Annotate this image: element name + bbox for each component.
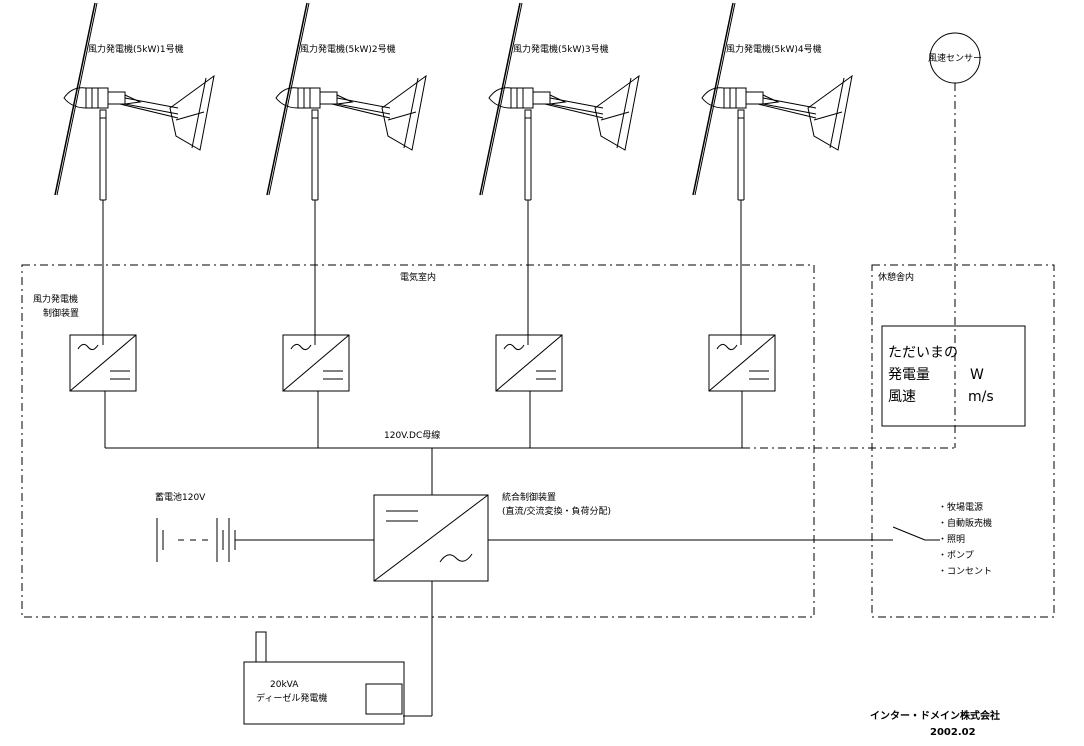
integrated-controller-label-2: (直流/交流変換・負荷分配)	[502, 505, 611, 517]
company-name: インター・ドメイン株式会社	[870, 709, 1000, 722]
battery-symbol	[156, 518, 236, 562]
company-date: 2002.02	[930, 727, 976, 738]
load-item-5: ・コンセント	[938, 566, 992, 577]
generator-label-1: 20kVA	[270, 680, 299, 690]
load-item-4: ・ポンプ	[938, 550, 974, 561]
turbine-label-4: 風力発電機(5kW)4号機	[726, 43, 822, 55]
load-item-3: ・照明	[938, 534, 965, 545]
integrated-controller-label-1: 統合制御装置	[502, 491, 556, 503]
turbine-label-2: 風力発電機(5kW)2号機	[300, 43, 396, 55]
integrated-controller	[373, 494, 489, 582]
turbine-label-3: 風力発電機(5kW)3号機	[513, 43, 609, 55]
turbine-controller-3	[495, 334, 563, 392]
electrical-room-label: 電気室内	[400, 271, 436, 283]
dc-bus-label: 120V.DC母線	[384, 429, 440, 441]
display-panel	[881, 325, 1026, 427]
wind-sensor-label: 風速センサー	[928, 53, 982, 64]
generator-label-2: ディーゼル発電機	[256, 692, 327, 704]
turbine-controller-4	[708, 334, 776, 392]
load-item-2: ・自動販売機	[938, 517, 992, 529]
controller-label-line1: 風力発電機	[33, 293, 78, 305]
controller-label-line2: 制御装置	[43, 307, 79, 319]
turbine-label-1: 風力発電機(5kW)1号機	[88, 43, 184, 55]
display-power-unit: W	[970, 367, 984, 383]
diesel-generator	[243, 631, 405, 725]
battery-label: 蓄電池120V	[155, 491, 206, 503]
electrical-room-boundary	[21, 264, 815, 618]
load-switch	[892, 526, 926, 541]
display-power-label: 発電量	[888, 367, 930, 383]
display-line1: ただいまの	[888, 345, 958, 361]
display-wind-label: 風速	[888, 389, 916, 405]
load-item-1: ・牧場電源	[938, 501, 983, 513]
rest-house-label: 休憩舎内	[878, 271, 914, 283]
turbine-controller-2	[282, 334, 350, 392]
display-wind-unit: m/s	[968, 389, 994, 405]
rest-house-boundary	[871, 264, 1055, 618]
